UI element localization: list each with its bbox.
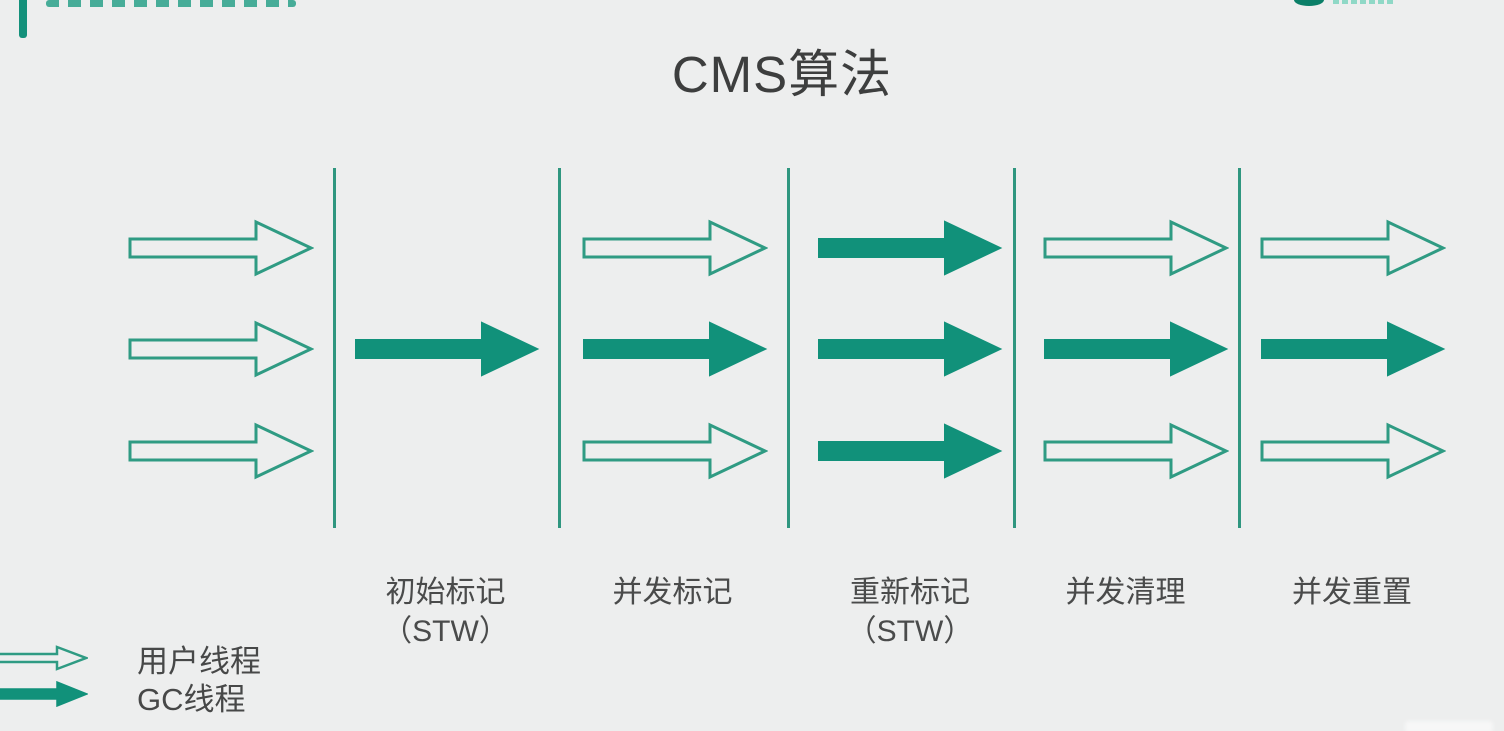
phase-label-remark: 重新标记 xyxy=(850,576,970,609)
phase-divider-line xyxy=(558,168,561,528)
legend-label-user-thread: 用户线程 xyxy=(137,644,261,679)
user-thread-arrow-icon xyxy=(0,645,88,671)
phase-label-initial-mark: 初始标记 xyxy=(385,576,506,609)
phase-label-concurrent-reset: 并发重置 xyxy=(1292,576,1412,609)
thread-arrow xyxy=(817,320,1003,378)
phase-label-concurrent-sweep: 并发清理 xyxy=(1065,576,1186,609)
thread-arrow xyxy=(817,422,1003,480)
thread-arrow xyxy=(128,320,314,378)
thread-arrow xyxy=(1260,219,1446,277)
thread-arrow xyxy=(1043,422,1229,480)
thread-arrow xyxy=(582,422,768,480)
thread-arrow xyxy=(1043,219,1229,277)
phase-divider-line xyxy=(1238,168,1241,528)
thread-arrow xyxy=(1043,320,1229,378)
gc-thread-arrow-icon xyxy=(0,681,88,707)
thread-arrow xyxy=(128,422,314,480)
phase-divider-line xyxy=(787,168,790,528)
thread-arrow xyxy=(1260,422,1446,480)
phase-divider-line xyxy=(333,168,336,528)
phase-divider-line xyxy=(1013,168,1016,528)
cropped-header-text xyxy=(46,0,296,7)
thread-arrow xyxy=(128,219,314,277)
page-title: CMS算法 xyxy=(671,46,893,103)
phase-sublabel-initial-mark: （STW） xyxy=(382,615,509,648)
thread-arrow xyxy=(582,219,768,277)
thread-arrow xyxy=(582,320,768,378)
watermark-fragment xyxy=(1405,721,1493,731)
thread-arrow xyxy=(1260,320,1446,378)
phase-label-concurrent-mark: 并发标记 xyxy=(612,576,733,609)
legend-label-gc-thread: GC线程 xyxy=(137,682,246,717)
logo-icon xyxy=(1294,0,1324,6)
phase-sublabel-remark: （STW） xyxy=(846,615,974,648)
thread-arrow xyxy=(354,320,540,378)
thread-arrow xyxy=(817,219,1003,277)
logo-text-fragment xyxy=(1333,0,1395,4)
top-left-accent-bar xyxy=(19,0,27,38)
